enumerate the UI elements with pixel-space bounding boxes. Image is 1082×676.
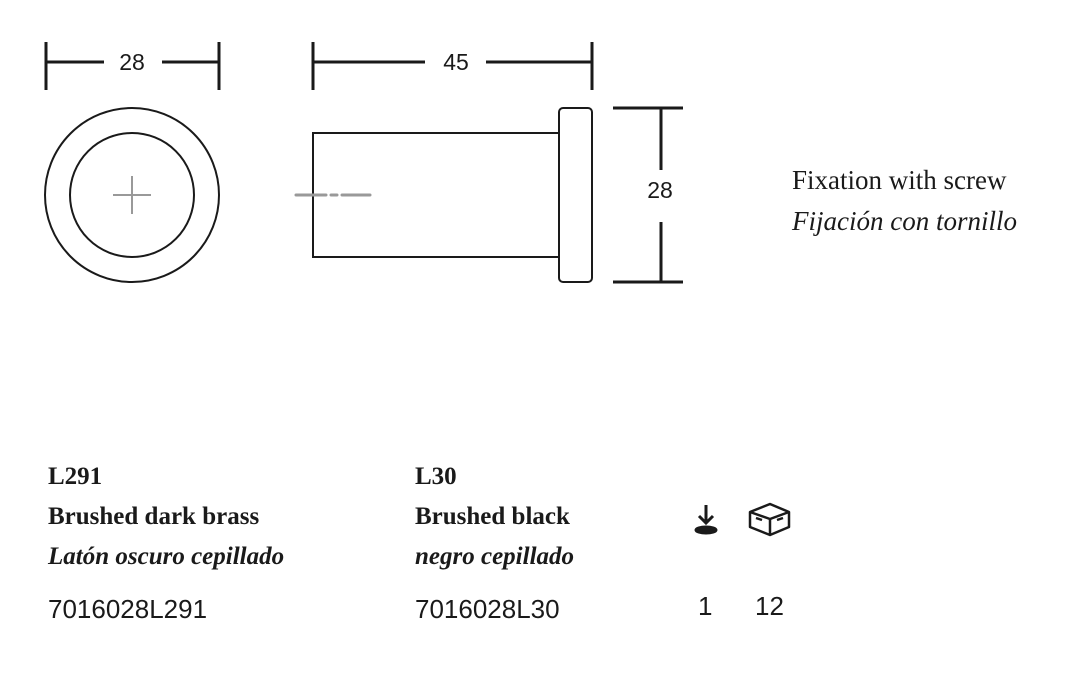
download-tray-icon: [694, 505, 718, 535]
finish-ref: 7016028L30: [415, 594, 560, 624]
finish-name-es: Latón oscuro cepillado: [48, 543, 285, 570]
fixation-es: Fijación con tornillo: [792, 206, 1017, 236]
side-length-dimension: [311, 42, 594, 90]
front-width-dimension: [44, 42, 221, 90]
front-view-outer-circle: [44, 107, 220, 283]
finish-name-en: Brushed dark brass: [48, 503, 260, 530]
fixation-en: Fixation with screw: [792, 165, 1007, 195]
finish-name-en: Brushed black: [415, 503, 570, 530]
center-cross: [113, 176, 151, 214]
side-height-dimension: [613, 106, 683, 284]
front-width-label: 28: [119, 49, 145, 75]
finish-ref: 7016028L291: [48, 594, 208, 624]
finish-code: L30: [415, 463, 457, 490]
min-order-qty: 1: [698, 591, 713, 621]
box-icon: [748, 502, 791, 537]
side-view-flange: [558, 107, 593, 283]
box-qty: 12: [755, 591, 784, 621]
finish-name-es: negro cepillado: [415, 543, 575, 570]
finish-code: L291: [48, 463, 103, 490]
side-length-label: 45: [443, 49, 469, 75]
front-view-inner-circle: [69, 132, 195, 258]
side-height-label: 28: [647, 177, 673, 203]
